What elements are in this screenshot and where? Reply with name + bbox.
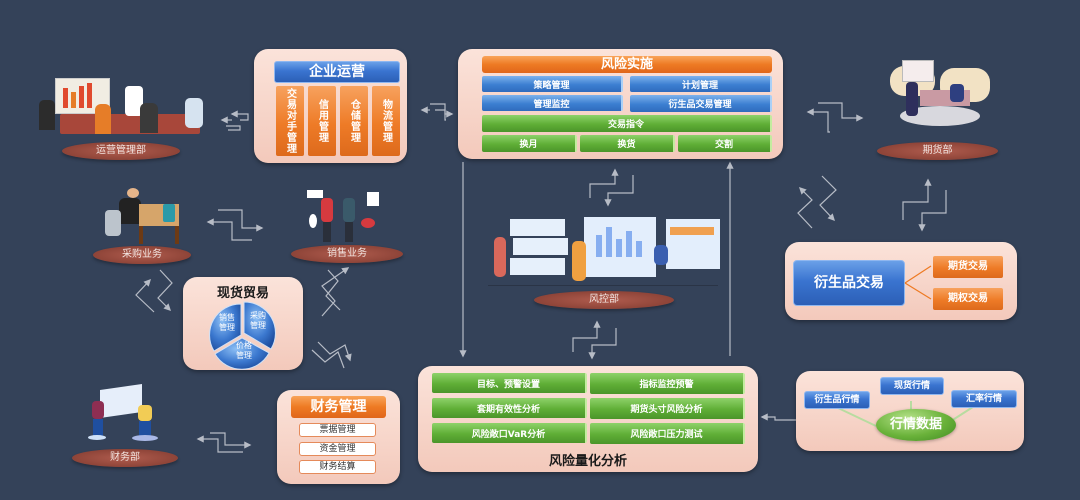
risk-impl-item[interactable]: 管理监控 <box>482 95 623 111</box>
risk-impl-panel: 风险实施 策略管理 计划管理 管理监控 衍生品交易管理 交易指令 换月 换货 交… <box>458 49 783 159</box>
dept-badge-operations[interactable]: 运营管理部 <box>62 142 180 160</box>
market-data-title: 行情数据 <box>876 409 956 441</box>
risk-quant-item[interactable]: 风险敞口VaR分析 <box>432 423 587 443</box>
dept-badge-finance[interactable]: 财务部 <box>72 449 178 467</box>
enterprise-ops-title: 企业运营 <box>274 61 400 83</box>
risk-impl-item[interactable]: 策略管理 <box>482 76 623 92</box>
dept-badge-risk-control[interactable]: 风控部 <box>534 291 674 309</box>
enterprise-ops-panel: 企业运营 交易对手管理 信用管理 仓储管理 物流管理 <box>254 49 407 163</box>
zigzag-spot-quant <box>317 341 352 362</box>
enterprise-ops-item[interactable]: 交易对手管理 <box>276 86 304 156</box>
finance-illustration <box>88 384 163 445</box>
risk-impl-item[interactable]: 交割 <box>678 135 772 152</box>
exchange-arrow-proc-sales <box>218 209 264 232</box>
risk-impl-item[interactable]: 换货 <box>580 135 675 152</box>
derivatives-item[interactable]: 期货交易 <box>933 256 1003 278</box>
risk-impl-item[interactable]: 衍生品交易管理 <box>630 95 772 112</box>
risk-quant-item[interactable]: 套期有效性分析 <box>432 398 587 418</box>
spot-trade-panel: 现货贸易 销售管理 采购管理 价格管理 <box>183 277 303 370</box>
dept-badge-procurement[interactable]: 采购业务 <box>93 246 191 264</box>
dept-label: 运营管理部 <box>96 145 146 156</box>
risk-impl-item[interactable]: 换月 <box>482 135 577 152</box>
finance-mgmt-item[interactable]: 票据管理 <box>299 423 376 437</box>
risk-quant-item[interactable]: 目标、预警设置 <box>432 373 587 393</box>
exchange-arrow-futures <box>818 102 864 122</box>
dept-badge-sales[interactable]: 销售业务 <box>291 245 403 263</box>
pie-segment-procurement <box>243 301 276 350</box>
spot-seg-label[interactable]: 价格管理 <box>236 341 252 360</box>
derivatives-branch-lines <box>904 265 932 300</box>
dept-label: 期货部 <box>922 145 953 156</box>
zigzag-futures <box>797 186 813 229</box>
dept-label: 采购业务 <box>122 249 162 260</box>
risk-impl-title: 风险实施 <box>482 56 772 73</box>
risk-control-illustration <box>488 213 720 288</box>
enterprise-ops-item[interactable]: 物流管理 <box>372 86 400 156</box>
risk-impl-item[interactable]: 计划管理 <box>630 76 772 92</box>
risk-quant-panel: 目标、预警设置 指标监控预警 套期有效性分析 期货头寸风险分析 风险敞口VaR分… <box>418 366 758 472</box>
spot-trade-title: 现货贸易 <box>216 286 269 301</box>
flow-market-to-quant <box>760 413 796 421</box>
derivatives-panel: 衍生品交易 期货交易 期权交易 <box>785 242 1017 320</box>
step-futures-deriv <box>902 178 932 220</box>
pie-segment-price <box>214 337 270 370</box>
finance-mgmt-item[interactable]: 资金管理 <box>299 442 376 456</box>
exchange-arrow-finance <box>210 432 252 449</box>
risk-quant-item[interactable]: 期货头寸风险分析 <box>590 398 745 419</box>
exchange-arrow-enterprise-risk <box>430 103 454 118</box>
sales-illustration <box>305 188 385 244</box>
spot-seg-label[interactable]: 销售管理 <box>219 313 235 332</box>
zigzag-proc-spot <box>135 278 155 313</box>
dept-badge-futures[interactable]: 期货部 <box>877 142 998 160</box>
dept-label: 财务部 <box>110 452 140 463</box>
spot-trade-pie <box>209 301 276 370</box>
exchange-arrow-ops <box>230 110 249 121</box>
futures-illustration <box>890 58 990 130</box>
dept-label: 销售业务 <box>327 248 367 259</box>
market-data-item[interactable]: 衍生品行情 <box>804 391 870 409</box>
risk-quant-item[interactable]: 风险敞口压力测试 <box>590 423 745 444</box>
risk-quant-item[interactable]: 指标监控预警 <box>590 373 745 394</box>
pie-segment-sales <box>209 303 242 352</box>
spot-seg-label[interactable]: 采购管理 <box>250 311 266 330</box>
finance-mgmt-item[interactable]: 财务结算 <box>299 460 376 474</box>
market-data-item[interactable]: 现货行情 <box>880 377 944 395</box>
market-data-panel: 衍生品行情 现货行情 汇率行情 行情数据 <box>796 371 1024 451</box>
enterprise-ops-item[interactable]: 信用管理 <box>308 86 336 156</box>
risk-quant-title: 风险量化分析 <box>548 454 627 469</box>
procurement-illustration <box>105 188 185 246</box>
market-data-item[interactable]: 汇率行情 <box>951 390 1017 408</box>
operations-illustration <box>35 78 210 140</box>
derivatives-item[interactable]: 期权交易 <box>933 288 1003 310</box>
derivatives-title: 衍生品交易 <box>793 260 905 306</box>
enterprise-ops-item[interactable]: 仓储管理 <box>340 86 368 156</box>
step-riskctrl-quant <box>572 320 601 352</box>
finance-mgmt-panel: 财务管理 票据管理 资金管理 财务结算 <box>277 390 400 484</box>
risk-impl-item[interactable]: 交易指令 <box>482 115 772 132</box>
step-riskimpl-riskctrl <box>589 168 619 198</box>
dept-label: 风控部 <box>589 294 619 305</box>
finance-mgmt-title: 财务管理 <box>291 396 386 418</box>
